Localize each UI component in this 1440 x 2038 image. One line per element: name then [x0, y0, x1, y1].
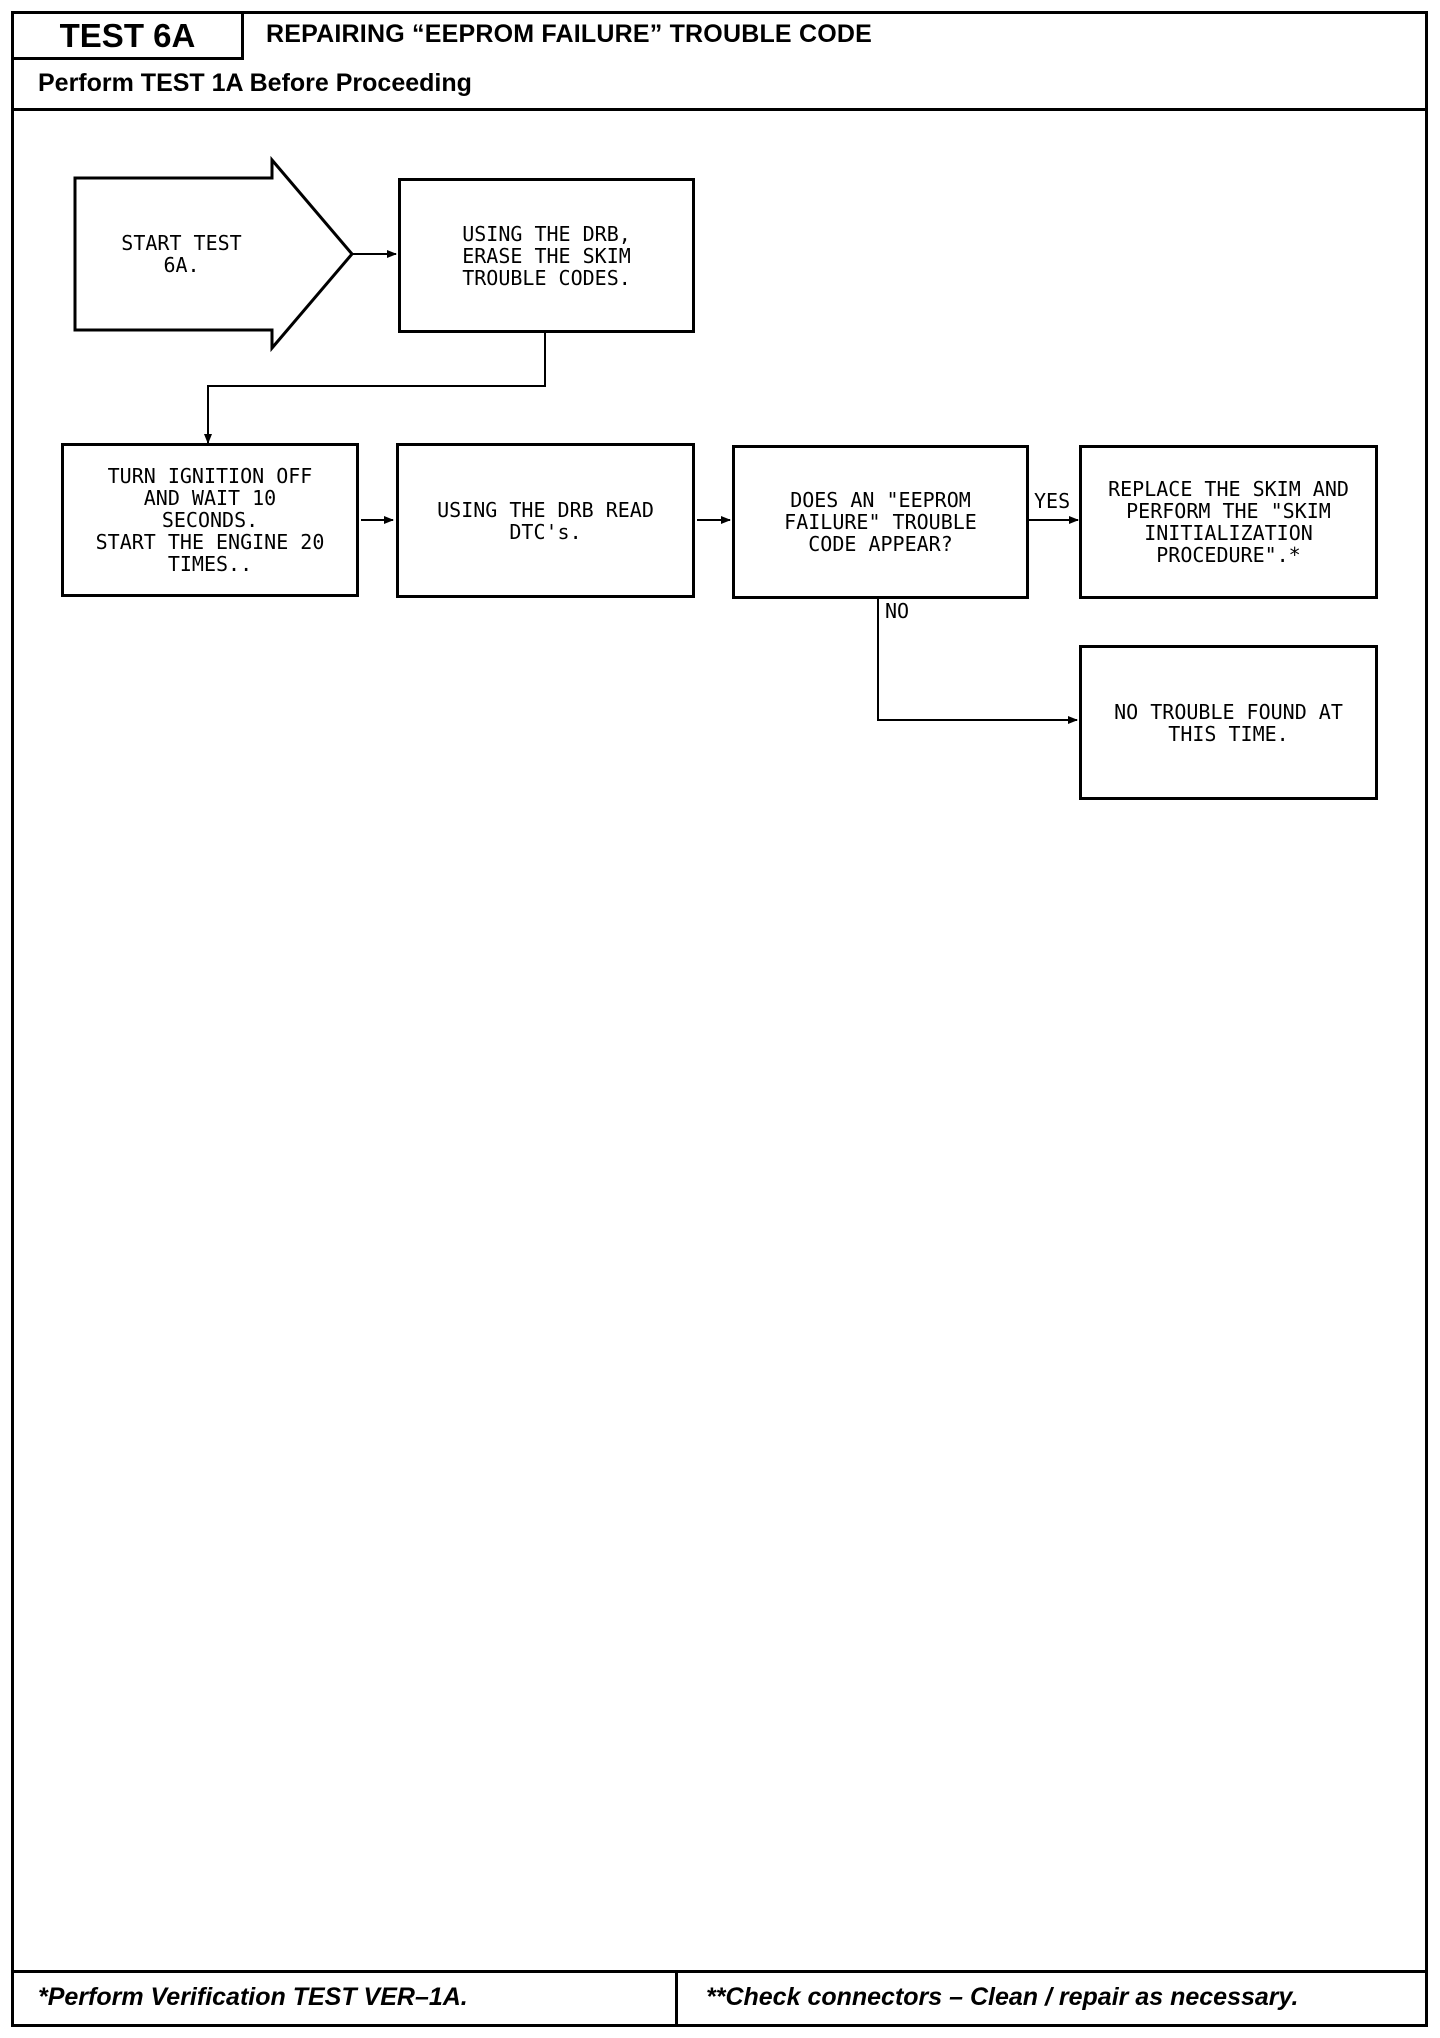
yes-branch-label: YES [1034, 489, 1071, 513]
header-row: TEST 6A REPAIRING “EEPROM FAILURE” TROUB… [14, 14, 1425, 60]
footer-verification-note: *Perform Verification TEST VER–1A. [14, 1973, 678, 2024]
prerequisite-row: Perform TEST 1A Before Proceeding [14, 60, 1425, 111]
footer: *Perform Verification TEST VER–1A. **Che… [14, 1970, 1425, 2024]
connector-decision-no [877, 599, 1078, 724]
start-test-step: START TEST 6A. [121, 231, 242, 277]
prerequisite-note: Perform TEST 1A Before Proceeding [38, 69, 472, 97]
read-dtc-step: USING THE DRB READ DTC's. [396, 443, 695, 598]
footer-connector-text: **Check connectors – Clean / repair as n… [706, 1983, 1299, 2011]
page-title: REPAIRING “EEPROM FAILURE” TROUBLE CODE [266, 20, 872, 48]
start-arrow-shape [73, 155, 354, 353]
connector-erase-to-ignition [204, 333, 546, 444]
page-frame: TEST 6A REPAIRING “EEPROM FAILURE” TROUB… [11, 11, 1428, 2027]
replace-skim-step: REPLACE THE SKIM AND PERFORM THE "SKIM I… [1079, 445, 1378, 599]
no-trouble-step: NO TROUBLE FOUND AT THIS TIME. [1079, 645, 1378, 800]
erase-codes-step: USING THE DRB, ERASE THE SKIM TROUBLE CO… [398, 178, 695, 333]
eeprom-decision-step: DOES AN "EEPROM FAILURE" TROUBLE CODE AP… [732, 445, 1029, 599]
no-branch-label: NO [885, 599, 910, 623]
footer-verification-text: *Perform Verification TEST VER–1A. [38, 1983, 468, 2011]
footer-connector-note: **Check connectors – Clean / repair as n… [678, 1973, 1425, 2024]
test-id: TEST 6A [14, 14, 244, 60]
ignition-cycle-step: TURN IGNITION OFF AND WAIT 10 SECONDS. S… [61, 443, 359, 597]
